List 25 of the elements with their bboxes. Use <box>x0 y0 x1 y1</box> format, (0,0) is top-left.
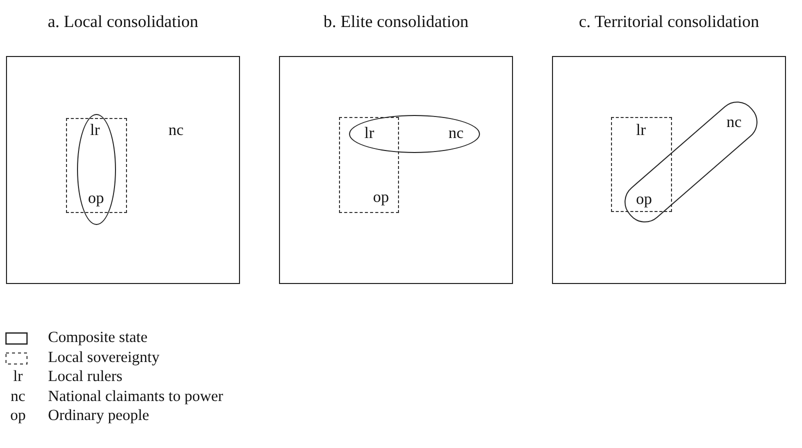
abbreviation-label: op <box>88 190 104 208</box>
dashed-boundary <box>339 117 399 213</box>
abbreviation-label: nc <box>168 122 184 140</box>
abbreviation-label: nc <box>726 114 742 132</box>
legend-text: National claimants to power <box>48 388 224 406</box>
panel-title: a. Local consolidation <box>46 12 200 32</box>
abbreviation-label: lr <box>90 122 100 140</box>
abbreviation-label: lr <box>364 125 374 144</box>
legend-text: Local sovereignty <box>48 348 160 366</box>
abbreviation-label: nc <box>448 125 464 143</box>
legend-key: nc <box>6 388 30 406</box>
legend-text: Ordinary people <box>48 407 150 425</box>
legend-text: Local rulers <box>48 368 122 386</box>
legend-key: lr <box>6 368 30 386</box>
oval-outline <box>77 114 116 225</box>
panel-title: b. Elite consolidation <box>322 12 470 32</box>
abbreviation-label: op <box>636 191 652 209</box>
abbreviation-label: op <box>373 189 389 207</box>
dashed-boundary <box>66 118 127 213</box>
panel-title: c. Territorial consolidation <box>578 12 760 32</box>
abbreviation-label: lr <box>636 122 646 140</box>
legend-text: Composite state <box>48 329 148 347</box>
legend-key: op <box>6 407 30 425</box>
oval-outline <box>349 115 480 153</box>
dashed-boundary <box>611 117 672 212</box>
